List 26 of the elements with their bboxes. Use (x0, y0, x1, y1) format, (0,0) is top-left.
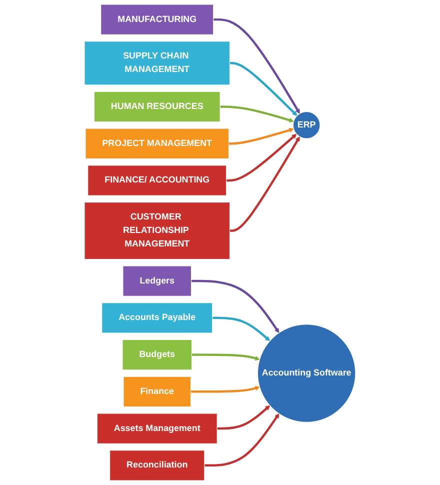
node-box: CUSTOMER RELATIONSHIP MANAGEMENT (84, 202, 230, 260)
arrow (192, 354, 260, 361)
arrow (212, 316, 270, 342)
arrow (228, 128, 294, 145)
arrow (204, 413, 280, 467)
node-box: Ledgers (122, 266, 192, 296)
arrow (230, 136, 300, 232)
node-box: Finance (123, 376, 192, 408)
node-box: SUPPLY CHAIN MANAGEMENT (84, 41, 230, 86)
arrow (217, 405, 270, 430)
arrow (230, 62, 298, 116)
node-box: HUMAN RESOURCES (94, 91, 220, 122)
arrow (220, 106, 294, 122)
arrow (226, 134, 297, 182)
node-box: Reconciliation (110, 450, 205, 481)
node-box: Accounts Payable (102, 302, 213, 334)
arrow (191, 280, 280, 334)
node-box: Budgets (122, 339, 192, 370)
node-box: PROJECT MANAGEMENT (85, 128, 230, 159)
node-circle: ERP (292, 112, 320, 139)
arrow (213, 18, 300, 114)
node-box: FINANCE/ ACCOUNTING (88, 165, 227, 196)
arrow (190, 386, 260, 393)
node-box: Assets Management (96, 413, 218, 444)
node-circle: Accounting Software (257, 324, 356, 422)
node-box: MANUFACTURING (100, 4, 214, 35)
